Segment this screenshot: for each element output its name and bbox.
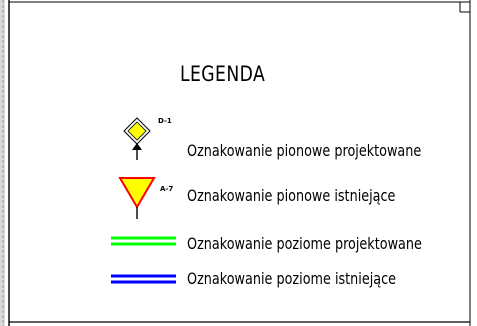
diamond-inner (127, 121, 147, 141)
blue-double-line-icon (111, 274, 176, 284)
sign-code-a7: A-7 (160, 185, 174, 193)
existing-sign-icon (118, 177, 156, 219)
green-double-line-icon (111, 236, 176, 246)
legend-title: LEGENDA (180, 62, 266, 86)
sign-code-d1: D-1 (158, 117, 172, 125)
legend-label-existing-horizontal: Oznakowanie poziome istniejące (187, 269, 397, 288)
triangle-sign (118, 177, 156, 209)
designed-sign-icon (123, 117, 151, 160)
sign-post-arrow (132, 143, 142, 150)
legend-label-existing-vertical: Oznakowanie pionowe istniejące (187, 186, 396, 205)
legend-label-designed-vertical: Oznakowanie pionowe projektowane (187, 141, 422, 160)
legend-label-designed-horizontal: Oznakowanie poziome projektowane (187, 234, 422, 253)
